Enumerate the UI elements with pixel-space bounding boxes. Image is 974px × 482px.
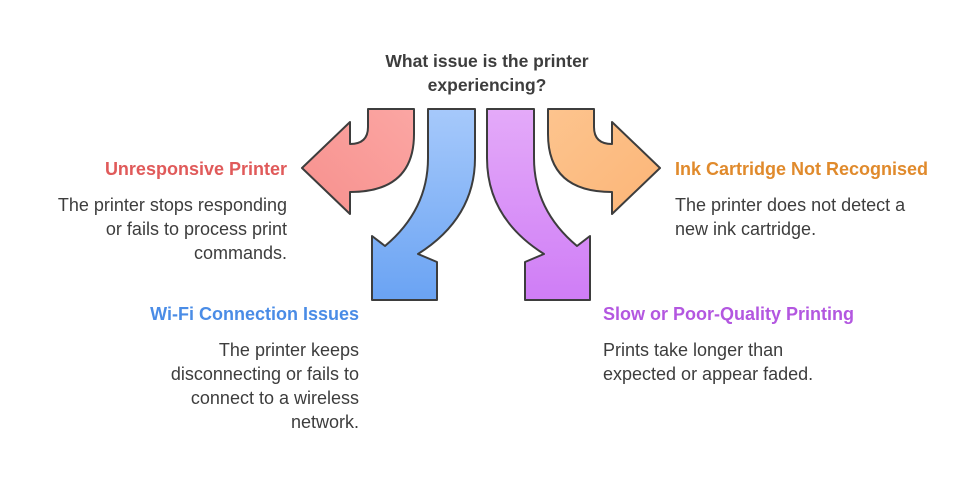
arrow-slow-printing	[486, 108, 591, 301]
arrow-ink-cartridge	[547, 108, 661, 215]
desc-line: The printer stops responding	[57, 195, 287, 215]
desc-line: new ink cartridge.	[675, 219, 817, 239]
title-unresponsive-printer: Unresponsive Printer	[104, 159, 287, 179]
question-line-1: What issue is the printer	[385, 51, 589, 71]
title-ink-cartridge: Ink Cartridge Not Recognised	[675, 159, 929, 179]
desc-wifi-connection-issues: The printer keeps disconnecting or fails…	[171, 338, 359, 434]
desc-line: commands.	[193, 243, 287, 263]
desc-line: network.	[290, 412, 359, 432]
desc-line: expected or appear faded.	[603, 364, 814, 384]
desc-ink-cartridge: The printer does not detect a new ink ca…	[675, 193, 905, 241]
question-text: What issue is the printer experiencing?	[337, 49, 637, 97]
desc-line: The printer keeps	[218, 340, 359, 360]
desc-line: or fails to process print	[105, 219, 287, 239]
desc-line: Prints take longer than	[603, 340, 784, 360]
desc-slow-printing: Prints take longer than expected or appe…	[603, 338, 813, 386]
arrow-unresponsive-printer	[301, 108, 415, 215]
arrow-wifi-connection	[371, 108, 476, 301]
title-wifi-connection-issues: Wi-Fi Connection Issues	[150, 304, 359, 324]
desc-unresponsive-printer: The printer stops responding or fails to…	[58, 193, 287, 265]
title-slow-printing: Slow or Poor-Quality Printing	[603, 304, 855, 324]
desc-line: connect to a wireless	[190, 388, 359, 408]
desc-line: disconnecting or fails to	[170, 364, 359, 384]
question-line-2: experiencing?	[427, 75, 547, 95]
desc-line: The printer does not detect a	[675, 195, 906, 215]
